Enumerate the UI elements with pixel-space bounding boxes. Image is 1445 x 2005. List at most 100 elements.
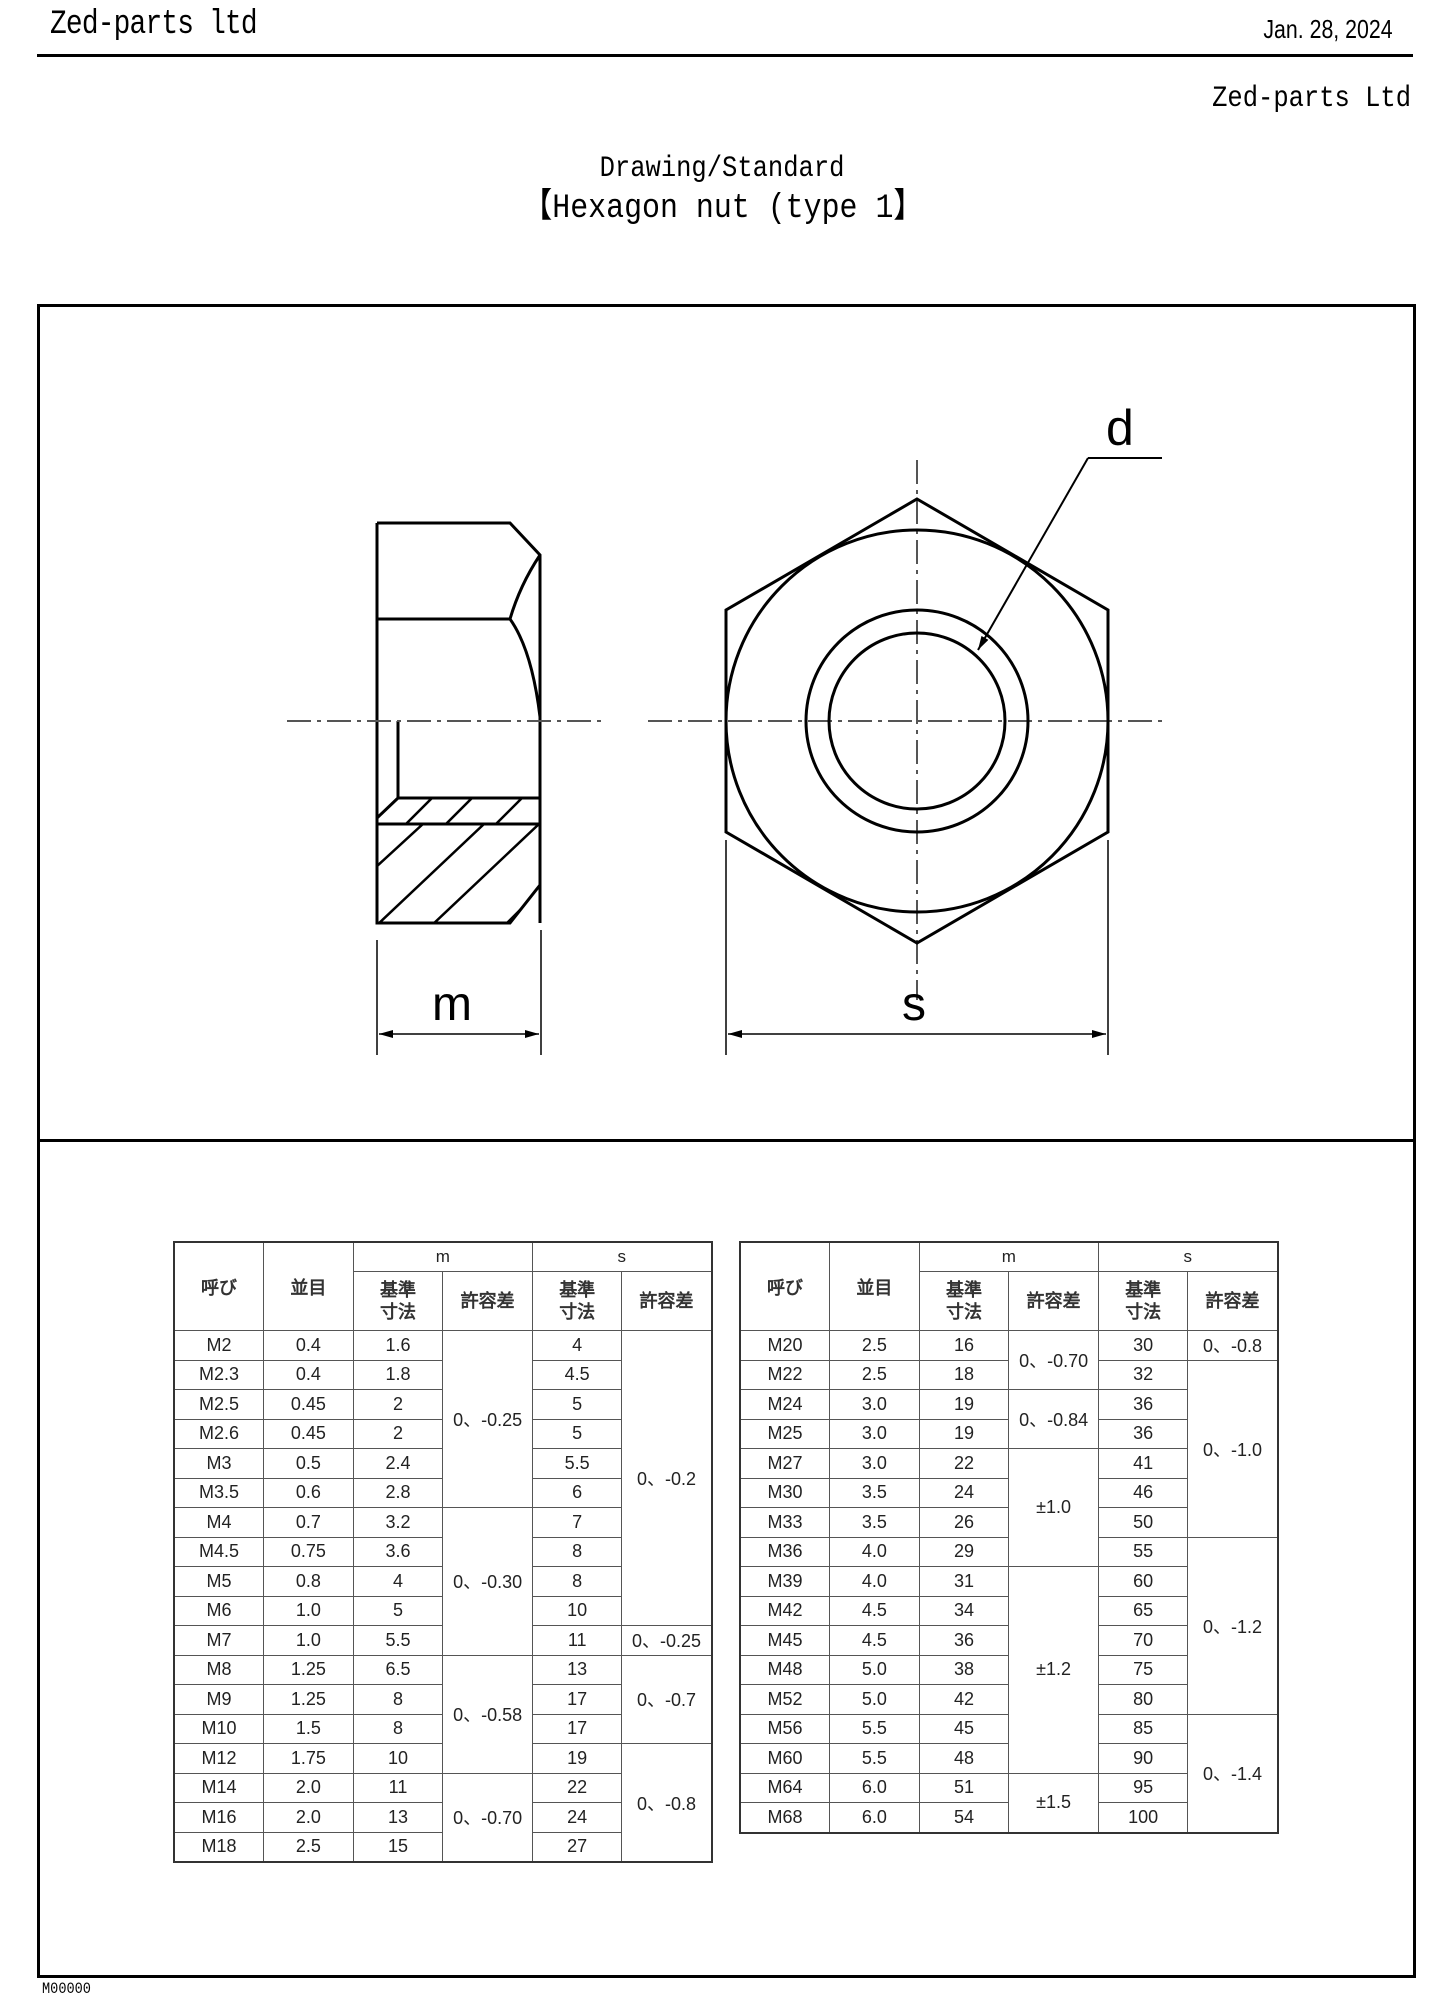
header-coarse-pitch: 並目	[829, 1241, 920, 1331]
header-m-group: m	[918, 1241, 1099, 1272]
cell-s-tolerance: 0、-1.2	[1187, 1536, 1279, 1715]
cell-s-basic: 41	[1097, 1448, 1189, 1479]
cell-coarse-pitch: 3.0	[829, 1448, 920, 1479]
cell-coarse-pitch: 4.0	[829, 1536, 920, 1567]
header-s-basic-dim: 基準寸法	[531, 1271, 623, 1331]
cell-coarse-pitch: 0.4	[263, 1330, 354, 1361]
cell-coarse-pitch: 0.7	[263, 1507, 354, 1538]
cell-m-basic: 51	[918, 1772, 1010, 1803]
cell-m-tolerance: ±1.0	[1008, 1448, 1099, 1567]
cell-coarse-pitch: 5.0	[829, 1654, 920, 1685]
cell-m-basic: 26	[918, 1507, 1010, 1538]
cell-coarse-pitch: 0.75	[263, 1536, 354, 1567]
cell-s-basic: 11	[531, 1625, 623, 1656]
cell-coarse-pitch: 1.25	[263, 1684, 354, 1715]
cell-s-basic: 17	[531, 1684, 623, 1715]
cell-m-basic: 18	[918, 1359, 1010, 1390]
cell-nominal-size: M3	[173, 1448, 265, 1479]
m-dimension	[376, 930, 542, 1055]
cell-nominal-size: M12	[173, 1743, 265, 1774]
header-company-name: Zed-parts ltd	[50, 6, 258, 44]
thread-hatching	[379, 798, 531, 824]
cell-nominal-size: M45	[739, 1625, 831, 1656]
section-hatching	[377, 824, 540, 923]
cell-m-basic: 5.5	[352, 1625, 444, 1656]
cell-nominal-size: M25	[739, 1418, 831, 1449]
cell-nominal-size: M36	[739, 1536, 831, 1567]
header-s-group: s	[1097, 1241, 1279, 1272]
header-s-group: s	[531, 1241, 713, 1272]
cell-m-basic: 42	[918, 1684, 1010, 1715]
cell-coarse-pitch: 3.5	[829, 1477, 920, 1508]
cell-coarse-pitch: 1.75	[263, 1743, 354, 1774]
cell-s-basic: 6	[531, 1477, 623, 1508]
cell-s-basic: 30	[1097, 1330, 1189, 1361]
front-view	[724, 497, 1110, 945]
cell-m-basic: 1.6	[352, 1330, 444, 1361]
cell-s-tolerance: 0、-1.0	[1187, 1359, 1279, 1538]
cell-s-basic: 36	[1097, 1389, 1189, 1420]
cell-coarse-pitch: 4.0	[829, 1566, 920, 1597]
header-m-basic-dim: 基準寸法	[918, 1271, 1010, 1331]
cell-m-basic: 16	[918, 1330, 1010, 1361]
cell-s-tolerance: 0、-1.4	[1187, 1713, 1279, 1833]
cell-nominal-size: M18	[173, 1831, 265, 1863]
cell-nominal-size: M52	[739, 1684, 831, 1715]
cell-s-tolerance: 0、-0.8	[621, 1743, 713, 1863]
cell-m-basic: 48	[918, 1743, 1010, 1774]
cell-s-basic: 8	[531, 1566, 623, 1597]
header-s-basic-dim: 基準寸法	[1097, 1271, 1189, 1331]
cell-nominal-size: M27	[739, 1448, 831, 1479]
cell-coarse-pitch: 3.0	[829, 1389, 920, 1420]
cell-nominal-size: M48	[739, 1654, 831, 1685]
cell-nominal-size: M9	[173, 1684, 265, 1715]
cell-nominal-size: M24	[739, 1389, 831, 1420]
cell-m-basic: 45	[918, 1713, 1010, 1744]
cell-m-basic: 13	[352, 1802, 444, 1833]
cell-coarse-pitch: 3.5	[829, 1507, 920, 1538]
cell-coarse-pitch: 5.5	[829, 1713, 920, 1744]
cell-s-tolerance: 0、-0.8	[1187, 1330, 1279, 1361]
cell-s-basic: 22	[531, 1772, 623, 1803]
cell-s-basic: 100	[1097, 1802, 1189, 1833]
cell-coarse-pitch: 1.25	[263, 1654, 354, 1685]
header-coarse-pitch: 並目	[263, 1241, 354, 1331]
cell-s-basic: 10	[531, 1595, 623, 1626]
cell-nominal-size: M60	[739, 1743, 831, 1774]
cell-s-basic: 19	[531, 1743, 623, 1774]
cell-nominal-size: M2.6	[173, 1418, 265, 1449]
cell-m-basic: 34	[918, 1595, 1010, 1626]
cell-m-tolerance: 0、-0.58	[442, 1654, 533, 1774]
cell-coarse-pitch: 3.0	[829, 1418, 920, 1449]
header-s-tolerance: 許容差	[1187, 1271, 1279, 1331]
cell-m-basic: 10	[352, 1743, 444, 1774]
cell-nominal-size: M22	[739, 1359, 831, 1390]
cell-coarse-pitch: 2.5	[829, 1330, 920, 1361]
cell-m-tolerance: ±1.2	[1008, 1566, 1099, 1774]
cell-s-tolerance: 0、-0.7	[621, 1654, 713, 1744]
cell-s-basic: 32	[1097, 1359, 1189, 1390]
header-nominal-size: 呼び	[739, 1241, 831, 1331]
cell-nominal-size: M14	[173, 1772, 265, 1803]
cell-s-basic: 60	[1097, 1566, 1189, 1597]
cell-coarse-pitch: 1.0	[263, 1595, 354, 1626]
